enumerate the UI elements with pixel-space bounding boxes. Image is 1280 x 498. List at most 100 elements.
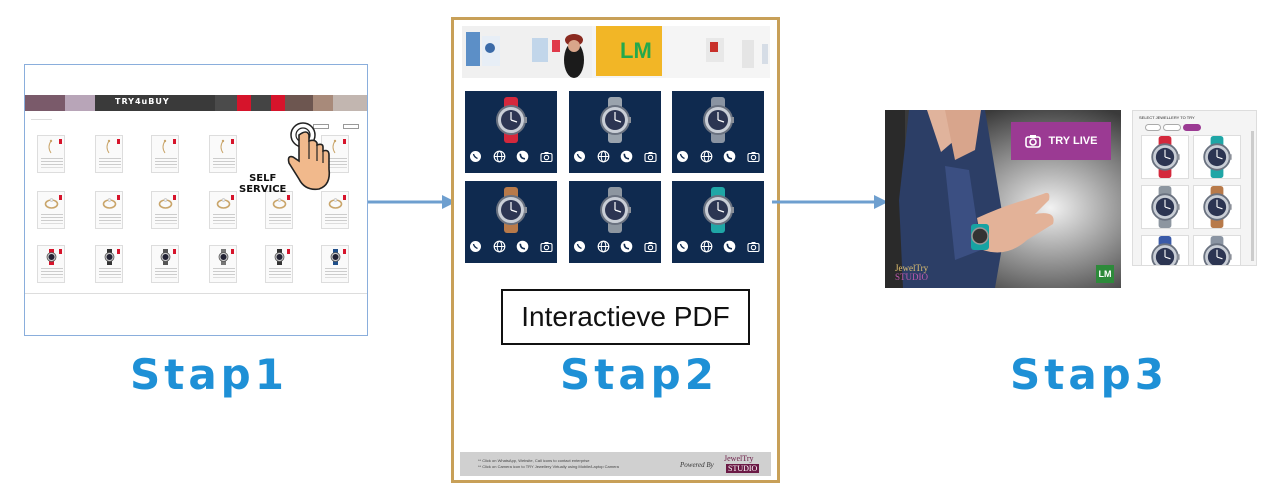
camera-icon[interactable] (644, 240, 657, 253)
category-chip[interactable] (1163, 124, 1181, 131)
globe-icon[interactable] (493, 240, 506, 253)
category-chip[interactable] (1145, 124, 1161, 131)
gallery-watch-card[interactable] (1193, 135, 1241, 179)
contact-icons (573, 150, 657, 164)
watch-tile (465, 91, 557, 173)
step1-product-card[interactable] (321, 191, 349, 229)
jeweltry-logo-line1: JewelTry (724, 454, 754, 463)
whatsapp-icon[interactable] (573, 240, 586, 253)
camera-icon[interactable] (747, 240, 760, 253)
gallery-watch-card[interactable] (1141, 135, 1189, 179)
watch-tile (569, 181, 661, 263)
whatsapp-icon[interactable] (676, 240, 689, 253)
phone-icon[interactable] (516, 240, 529, 253)
art-gallery-image (462, 26, 592, 78)
interactive-pdf-label: Interactieve PDF (521, 301, 730, 332)
step1-product-card[interactable] (37, 191, 65, 229)
watch-tile (672, 181, 764, 263)
video-brand-line2: STUDIO (895, 272, 928, 282)
globe-icon[interactable] (700, 240, 713, 253)
watch-image (695, 97, 741, 143)
watch-tile (465, 181, 557, 263)
globe-icon[interactable] (597, 150, 610, 163)
step1-product-card[interactable] (209, 135, 237, 173)
try-live-label: TRY LIVE (1048, 135, 1098, 147)
contact-icons (469, 150, 553, 164)
watch-image (488, 187, 534, 233)
whatsapp-icon[interactable] (573, 150, 586, 163)
whatsapp-icon[interactable] (676, 150, 689, 163)
step1-logo: TRY4uBUY (115, 97, 170, 106)
step1-banner: TRY4uBUY (25, 95, 367, 111)
gallery-watch-card[interactable] (1141, 235, 1189, 265)
powered-by-text: Powered By (680, 461, 714, 469)
video-brand-line1: JewelTry (895, 263, 929, 273)
contact-icons (676, 150, 760, 164)
camera-icon[interactable] (540, 150, 553, 163)
watch-image (592, 97, 638, 143)
lm-logo: LM (620, 38, 652, 63)
gallery-title: SELECT JEWELLERY TO TRY (1139, 115, 1195, 120)
step1-product-card[interactable] (95, 245, 123, 283)
step1-divider (25, 293, 367, 294)
watch-tile (569, 91, 661, 173)
whatsapp-icon[interactable] (469, 240, 482, 253)
phone-icon[interactable] (620, 240, 633, 253)
gallery-watch-card[interactable] (1141, 185, 1189, 229)
camera-icon[interactable] (540, 240, 553, 253)
step2-header-banner: LM (462, 26, 770, 78)
step1-product-card[interactable] (151, 245, 179, 283)
globe-icon[interactable] (700, 150, 713, 163)
step1-product-card[interactable] (37, 245, 65, 283)
step2-label: Stap2 (560, 350, 718, 399)
step1-product-card[interactable] (95, 135, 123, 173)
category-chip-active[interactable] (1183, 124, 1201, 131)
watch-image (695, 187, 741, 233)
step1-subheading: ——————— (31, 117, 52, 121)
step1-product-card[interactable] (321, 245, 349, 283)
step1-product-card[interactable] (209, 191, 237, 229)
camera-icon[interactable] (644, 150, 657, 163)
arrow-right-icon (368, 195, 456, 209)
step1-product-card[interactable] (265, 245, 293, 283)
contact-icons (676, 240, 760, 254)
contact-icons (469, 240, 553, 254)
step1-product-card[interactable] (151, 191, 179, 229)
step1-product-card[interactable] (151, 135, 179, 173)
step1-product-card[interactable] (95, 191, 123, 229)
whatsapp-icon[interactable] (469, 150, 482, 163)
contact-icons (573, 240, 657, 254)
watch-image (488, 97, 534, 143)
step1-filter-button[interactable] (313, 124, 329, 129)
gallery-watch-card[interactable] (1193, 185, 1241, 229)
phone-icon[interactable] (723, 240, 736, 253)
jewellery-selection-panel: SELECT JEWELLERY TO TRY (1132, 110, 1257, 266)
try-live-button[interactable]: TRY LIVE (1011, 122, 1111, 160)
globe-icon[interactable] (597, 240, 610, 253)
footer-note-1: ** Click on WhatsApp, Website, Call icon… (478, 458, 590, 463)
lm-logo-tile (596, 26, 662, 76)
watch-tile (672, 91, 764, 173)
step1-product-card[interactable] (265, 191, 293, 229)
step1-label: Stap1 (130, 350, 288, 399)
jeweltry-logo-line2: STUDIO (726, 464, 760, 473)
phone-icon[interactable] (620, 150, 633, 163)
step2-footer: ** Click on WhatsApp, Website, Call icon… (460, 452, 771, 476)
art-gallery-image (666, 26, 770, 78)
step1-product-card[interactable] (209, 245, 237, 283)
arrow-right-icon (772, 195, 888, 209)
step1-sort-button[interactable] (343, 124, 359, 129)
camera-icon[interactable] (747, 150, 760, 163)
step2-interactive-pdf: LM (451, 17, 780, 483)
footer-note-2: ** Click on Camera icon to TRY Jewellery… (478, 464, 619, 469)
self-service-label: SELF SERVICE (239, 173, 286, 195)
pointing-hand-icon (287, 122, 331, 191)
gallery-scrollbar[interactable] (1251, 131, 1254, 261)
step1-product-card[interactable] (37, 135, 65, 173)
globe-icon[interactable] (493, 150, 506, 163)
phone-icon[interactable] (723, 150, 736, 163)
watch-image (592, 187, 638, 233)
gallery-watch-card[interactable] (1193, 235, 1241, 265)
phone-icon[interactable] (516, 150, 529, 163)
video-lm-logo: LM (1096, 265, 1114, 283)
